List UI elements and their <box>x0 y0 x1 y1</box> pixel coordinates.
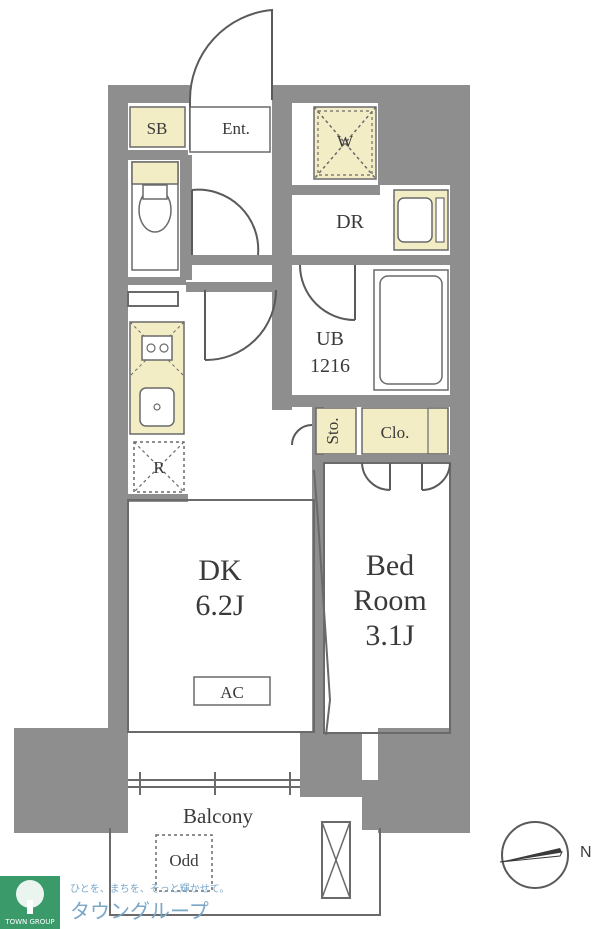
balcony-window <box>139 772 291 795</box>
storage-label: Sto. <box>323 418 342 445</box>
balcony-hatch <box>321 821 351 899</box>
shelf <box>127 291 179 307</box>
aircon <box>193 676 271 706</box>
bathtub <box>373 269 449 391</box>
fridge-label: R <box>153 458 165 477</box>
bath-label: UB <box>316 328 344 350</box>
balcony-label: Balcony <box>183 804 253 828</box>
washer <box>313 106 377 180</box>
closet <box>361 407 449 455</box>
doors <box>188 8 451 491</box>
toilet <box>131 161 179 271</box>
logo-company-name: タウングループ <box>70 899 209 923</box>
shoe-box <box>129 106 186 148</box>
dressing-label: DR <box>336 211 364 233</box>
washer-label: W <box>337 132 354 151</box>
logo-tagline: ひとを、まちを、そっと輝かせて。 <box>70 883 229 895</box>
bedroom-size-label: 3.1J <box>365 619 415 652</box>
entrance-floor <box>189 106 271 153</box>
fridge <box>133 441 185 493</box>
vanity-sink <box>393 189 449 251</box>
closet-label: Clo. <box>381 423 410 442</box>
bedroom-label-2: Room <box>353 584 426 617</box>
dk-label: DK <box>198 554 242 587</box>
logo-emblem-text: TOWN GROUP <box>4 918 54 926</box>
shoe-box-label: SB <box>147 119 168 138</box>
kitchen-counter <box>129 321 185 435</box>
outdoor-unit-label: Odd <box>169 851 199 870</box>
sliding-partition <box>313 469 332 736</box>
bath-size-label: 1216 <box>310 355 350 377</box>
dk-size-label: 6.2J <box>195 589 245 622</box>
outdoor-unit <box>155 834 213 892</box>
compass <box>499 821 569 889</box>
aircon-label: AC <box>220 683 244 702</box>
bedroom-label-1: Bed <box>366 549 414 582</box>
compass-north-label: N <box>580 844 592 861</box>
entrance-label: Ent. <box>222 119 250 138</box>
town-group-logo <box>0 876 60 929</box>
storage <box>315 407 357 455</box>
